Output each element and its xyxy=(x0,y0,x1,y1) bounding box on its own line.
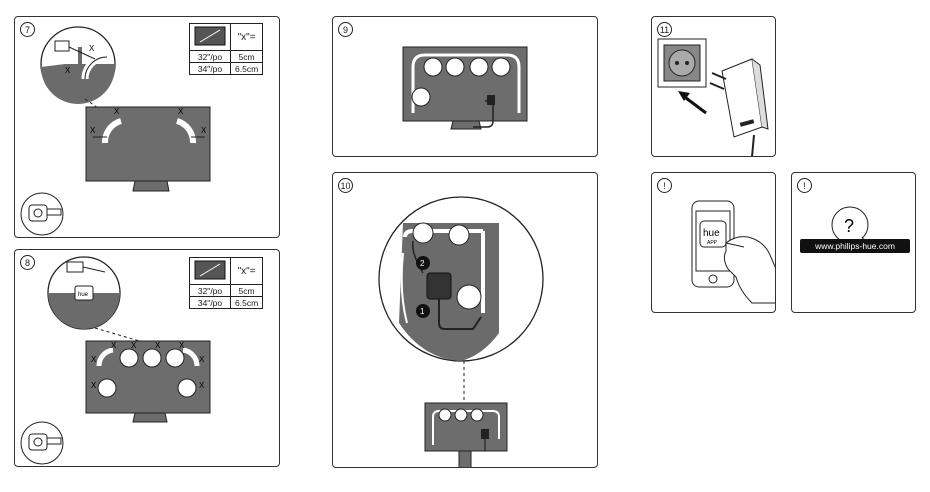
x-marker: X xyxy=(91,381,97,390)
value-cell: 6.5cm xyxy=(229,296,264,309)
callout-1: 1 xyxy=(420,307,425,316)
tape-measure-icon xyxy=(20,421,64,465)
download-app-panel: ! hue APP xyxy=(651,172,776,313)
step-number: 11 xyxy=(657,22,672,37)
tv-screen xyxy=(85,106,211,192)
step-9-panel: 9 xyxy=(332,16,598,157)
value-cell: 6.5cm xyxy=(229,62,264,75)
x-marker: X xyxy=(178,107,184,116)
x-marker: X xyxy=(199,381,205,390)
phone-illustration: hue APP xyxy=(691,200,775,304)
step-8-illustration: hue X X X X X X X X xyxy=(20,256,211,465)
plug-in-illustration xyxy=(657,38,769,156)
x-marker: X xyxy=(111,341,117,350)
step-number: 10 xyxy=(338,178,353,193)
zoom-circle xyxy=(40,26,116,104)
smartphone-icon: hue APP xyxy=(691,200,735,288)
step-10-illustration: 2 1 xyxy=(378,196,544,467)
x-marker: X xyxy=(179,341,185,350)
step-number: 8 xyxy=(20,255,35,270)
question-mark: ? xyxy=(844,216,854,236)
tv-icon xyxy=(194,260,226,279)
x-marker: X xyxy=(89,44,95,53)
x-marker: X xyxy=(155,341,161,350)
x-marker: X xyxy=(199,355,205,364)
arrow-icon xyxy=(678,91,707,115)
zoom-circle: 2 1 xyxy=(378,196,544,362)
tape-measure-icon xyxy=(20,192,64,236)
step-number: 9 xyxy=(338,22,353,37)
support-panel: ! ? www.philips-hue.com xyxy=(791,172,916,313)
x-marker: X xyxy=(201,126,207,135)
wall-socket-icon xyxy=(657,38,707,88)
size-cell: 34"/po xyxy=(189,62,231,75)
tv-screen xyxy=(424,402,508,467)
x-marker: X xyxy=(91,355,97,364)
support-url[interactable]: www.philips-hue.com xyxy=(800,239,910,253)
power-adapter-icon xyxy=(709,58,769,156)
app-sub: APP xyxy=(707,240,718,246)
zoom-circle: hue xyxy=(47,256,121,330)
notice-icon: ! xyxy=(657,178,672,193)
bulb-label: hue xyxy=(78,292,89,298)
tv-icon xyxy=(194,26,226,45)
x-marker: X xyxy=(114,107,120,116)
tv-icon-cell xyxy=(189,23,231,51)
tv-screen xyxy=(85,340,211,423)
notice-icon: ! xyxy=(797,178,812,193)
step-10-panel: 10 2 1 xyxy=(332,172,598,468)
x-equals-header: "x"= xyxy=(229,257,264,285)
x-marker: X xyxy=(90,126,96,135)
step-7-illustration: X X X X X X xyxy=(20,26,211,236)
x-marker: X xyxy=(65,66,71,75)
app-name: hue xyxy=(703,228,720,239)
step-11-panel: 11 xyxy=(651,16,776,157)
step-9-illustration xyxy=(402,46,528,130)
callout-2: 2 xyxy=(420,259,425,268)
step-number: 7 xyxy=(20,22,35,37)
x-marker: X xyxy=(131,341,137,350)
hand-icon xyxy=(723,236,775,304)
